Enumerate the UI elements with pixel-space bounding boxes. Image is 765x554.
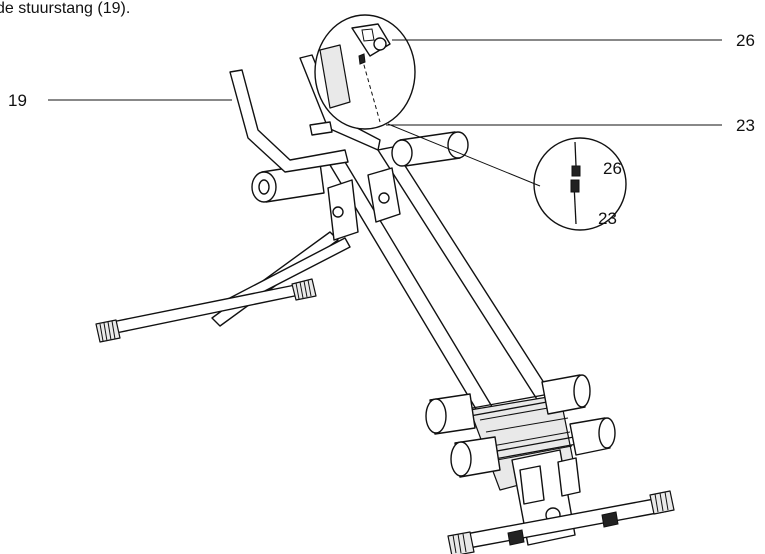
- callout-label-19: 19: [8, 91, 27, 110]
- callout-label-23: 23: [736, 116, 755, 135]
- lower-rollers: [425, 374, 616, 478]
- detail-label-26: 26: [603, 159, 622, 178]
- caption-text: de stuurstang (19).: [0, 0, 130, 17]
- callout-23: 23: [386, 116, 755, 135]
- callout-label-26: 26: [736, 31, 755, 50]
- main-rails: [327, 146, 576, 491]
- callout-19: 19: [8, 91, 232, 110]
- upper-roller-pads: [251, 131, 469, 203]
- front-base-bar: [447, 449, 675, 554]
- callout-26: 26: [392, 31, 755, 50]
- console-detail-circle: [314, 14, 416, 130]
- rear-support-leg: [95, 231, 351, 343]
- front-foot-left: [447, 531, 475, 554]
- connector-detail-circle: 26 23: [387, 123, 627, 231]
- detail-label-23: 23: [598, 209, 617, 228]
